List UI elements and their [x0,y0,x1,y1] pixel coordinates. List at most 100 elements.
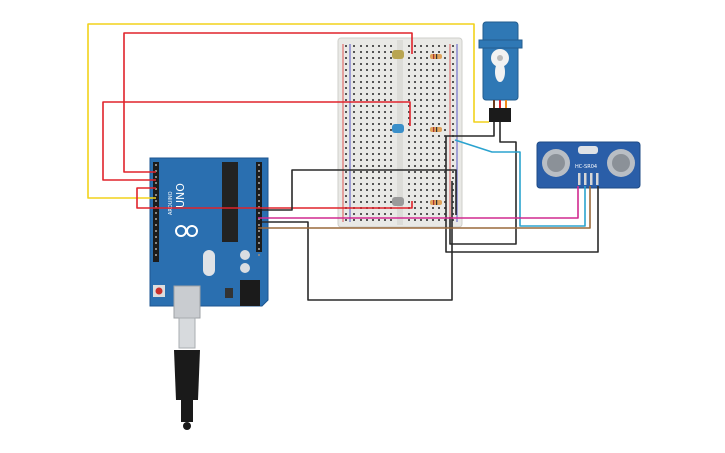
breadboard-hole [384,165,386,167]
breadboard-hole [366,63,368,65]
breadboard-hole [372,135,374,137]
wire-red-led-blue[interactable] [102,101,411,181]
wire-black-servo-sensor-gnd[interactable] [445,122,599,253]
breadboard-hole [390,93,392,95]
breadboard-hole [366,105,368,107]
breadboard-hole [378,51,380,53]
breadboard-hole [366,111,368,113]
breadboard-hole [426,219,428,221]
resistor[interactable] [430,200,442,205]
header-pin [155,164,157,166]
breadboard-hole [360,87,362,89]
arduino-uno-board[interactable]: UNO ARDUINO [149,157,269,319]
led-white[interactable] [392,197,404,206]
breadboard-hole [426,147,428,149]
breadboard-hole [414,159,416,161]
breadboard-hole [345,117,347,119]
breadboard-hole [390,75,392,77]
header-pin [155,230,157,232]
breadboard-hole [372,75,374,77]
breadboard-hole [390,177,392,179]
header-pin [258,230,260,232]
breadboard-hole [372,213,374,215]
breadboard-hole [353,93,355,95]
resistor[interactable] [430,54,442,59]
atmega-chip [222,162,238,242]
breadboard-hole [372,63,374,65]
breadboard-hole [345,51,347,53]
breadboard-hole [345,45,347,47]
breadboard-hole [426,87,428,89]
breadboard-hole [438,99,440,101]
breadboard-hole [408,171,410,173]
usb-strain-relief [181,400,193,422]
breadboard-hole [420,99,422,101]
ultrasonic-sensor[interactable]: HC-SR04 [536,141,641,189]
resistor[interactable] [430,127,442,132]
wire-brown-trig[interactable] [258,186,591,229]
wire-red-led-yellow[interactable] [123,32,413,173]
breadboard-hole [452,153,454,155]
breadboard-hole [353,111,355,113]
breadboard-hole [420,117,422,119]
breadboard-hole [378,219,380,221]
breadboard-hole [426,93,428,95]
wire-black-gnd-2[interactable] [262,181,453,301]
breadboard-hole [426,123,428,125]
breadboard-hole [414,195,416,197]
breadboard-hole [432,183,434,185]
breadboard-hole [345,111,347,113]
breadboard-hole [438,153,440,155]
breadboard-hole [414,213,416,215]
breadboard-hole [408,165,410,167]
breadboard-hole [366,195,368,197]
breadboard-hole [390,51,392,53]
power-jack [240,280,260,306]
servo-motor[interactable] [478,21,523,122]
breadboard-hole [390,69,392,71]
breadboard-hole [420,123,422,125]
breadboard-hole [452,159,454,161]
breadboard-hole [452,213,454,215]
breadboard-hole [384,75,386,77]
breadboard-hole [432,75,434,77]
breadboard-hole [384,171,386,173]
breadboard-hole [408,105,410,107]
breadboard-hole [372,87,374,89]
breadboard-hole [426,117,428,119]
breadboard-hole [378,45,380,47]
breadboard-hole [366,177,368,179]
sensor-pin-gnd [596,173,599,185]
wire-magenta-echo[interactable] [258,186,579,219]
breadboard-hole [378,63,380,65]
breadboard-hole [353,219,355,221]
wire-black-gnd[interactable] [262,169,457,215]
breadboard-hole [360,81,362,83]
breadboard-hole [372,81,374,83]
sensor-pin-trig [584,173,587,185]
wire-black-servo-power[interactable] [449,122,517,245]
breadboard-hole [432,219,434,221]
breadboard-hole [366,153,368,155]
wire-blue-sensor[interactable] [454,139,586,227]
breadboard-hole [366,69,368,71]
breadboard-hole [384,117,386,119]
breadboard-hole [372,99,374,101]
breadboard-hole [360,105,362,107]
breadboard-hole [345,57,347,59]
led-blue[interactable] [392,124,404,133]
breadboard-hole [438,207,440,209]
breadboard-hole [390,219,392,221]
breadboard-hole [420,177,422,179]
breadboard-hole [420,183,422,185]
wire-yellow-servo-signal[interactable] [87,23,489,199]
led-yellow[interactable] [392,50,404,59]
header-pin [155,224,157,226]
breadboard-hole [360,141,362,143]
breadboard-hole [452,183,454,185]
breadboard-hole [426,141,428,143]
wire-red-led-white[interactable] [136,187,413,209]
breadboard-hole [372,201,374,203]
breadboard-hole [444,117,446,119]
breadboard-hole [426,171,428,173]
